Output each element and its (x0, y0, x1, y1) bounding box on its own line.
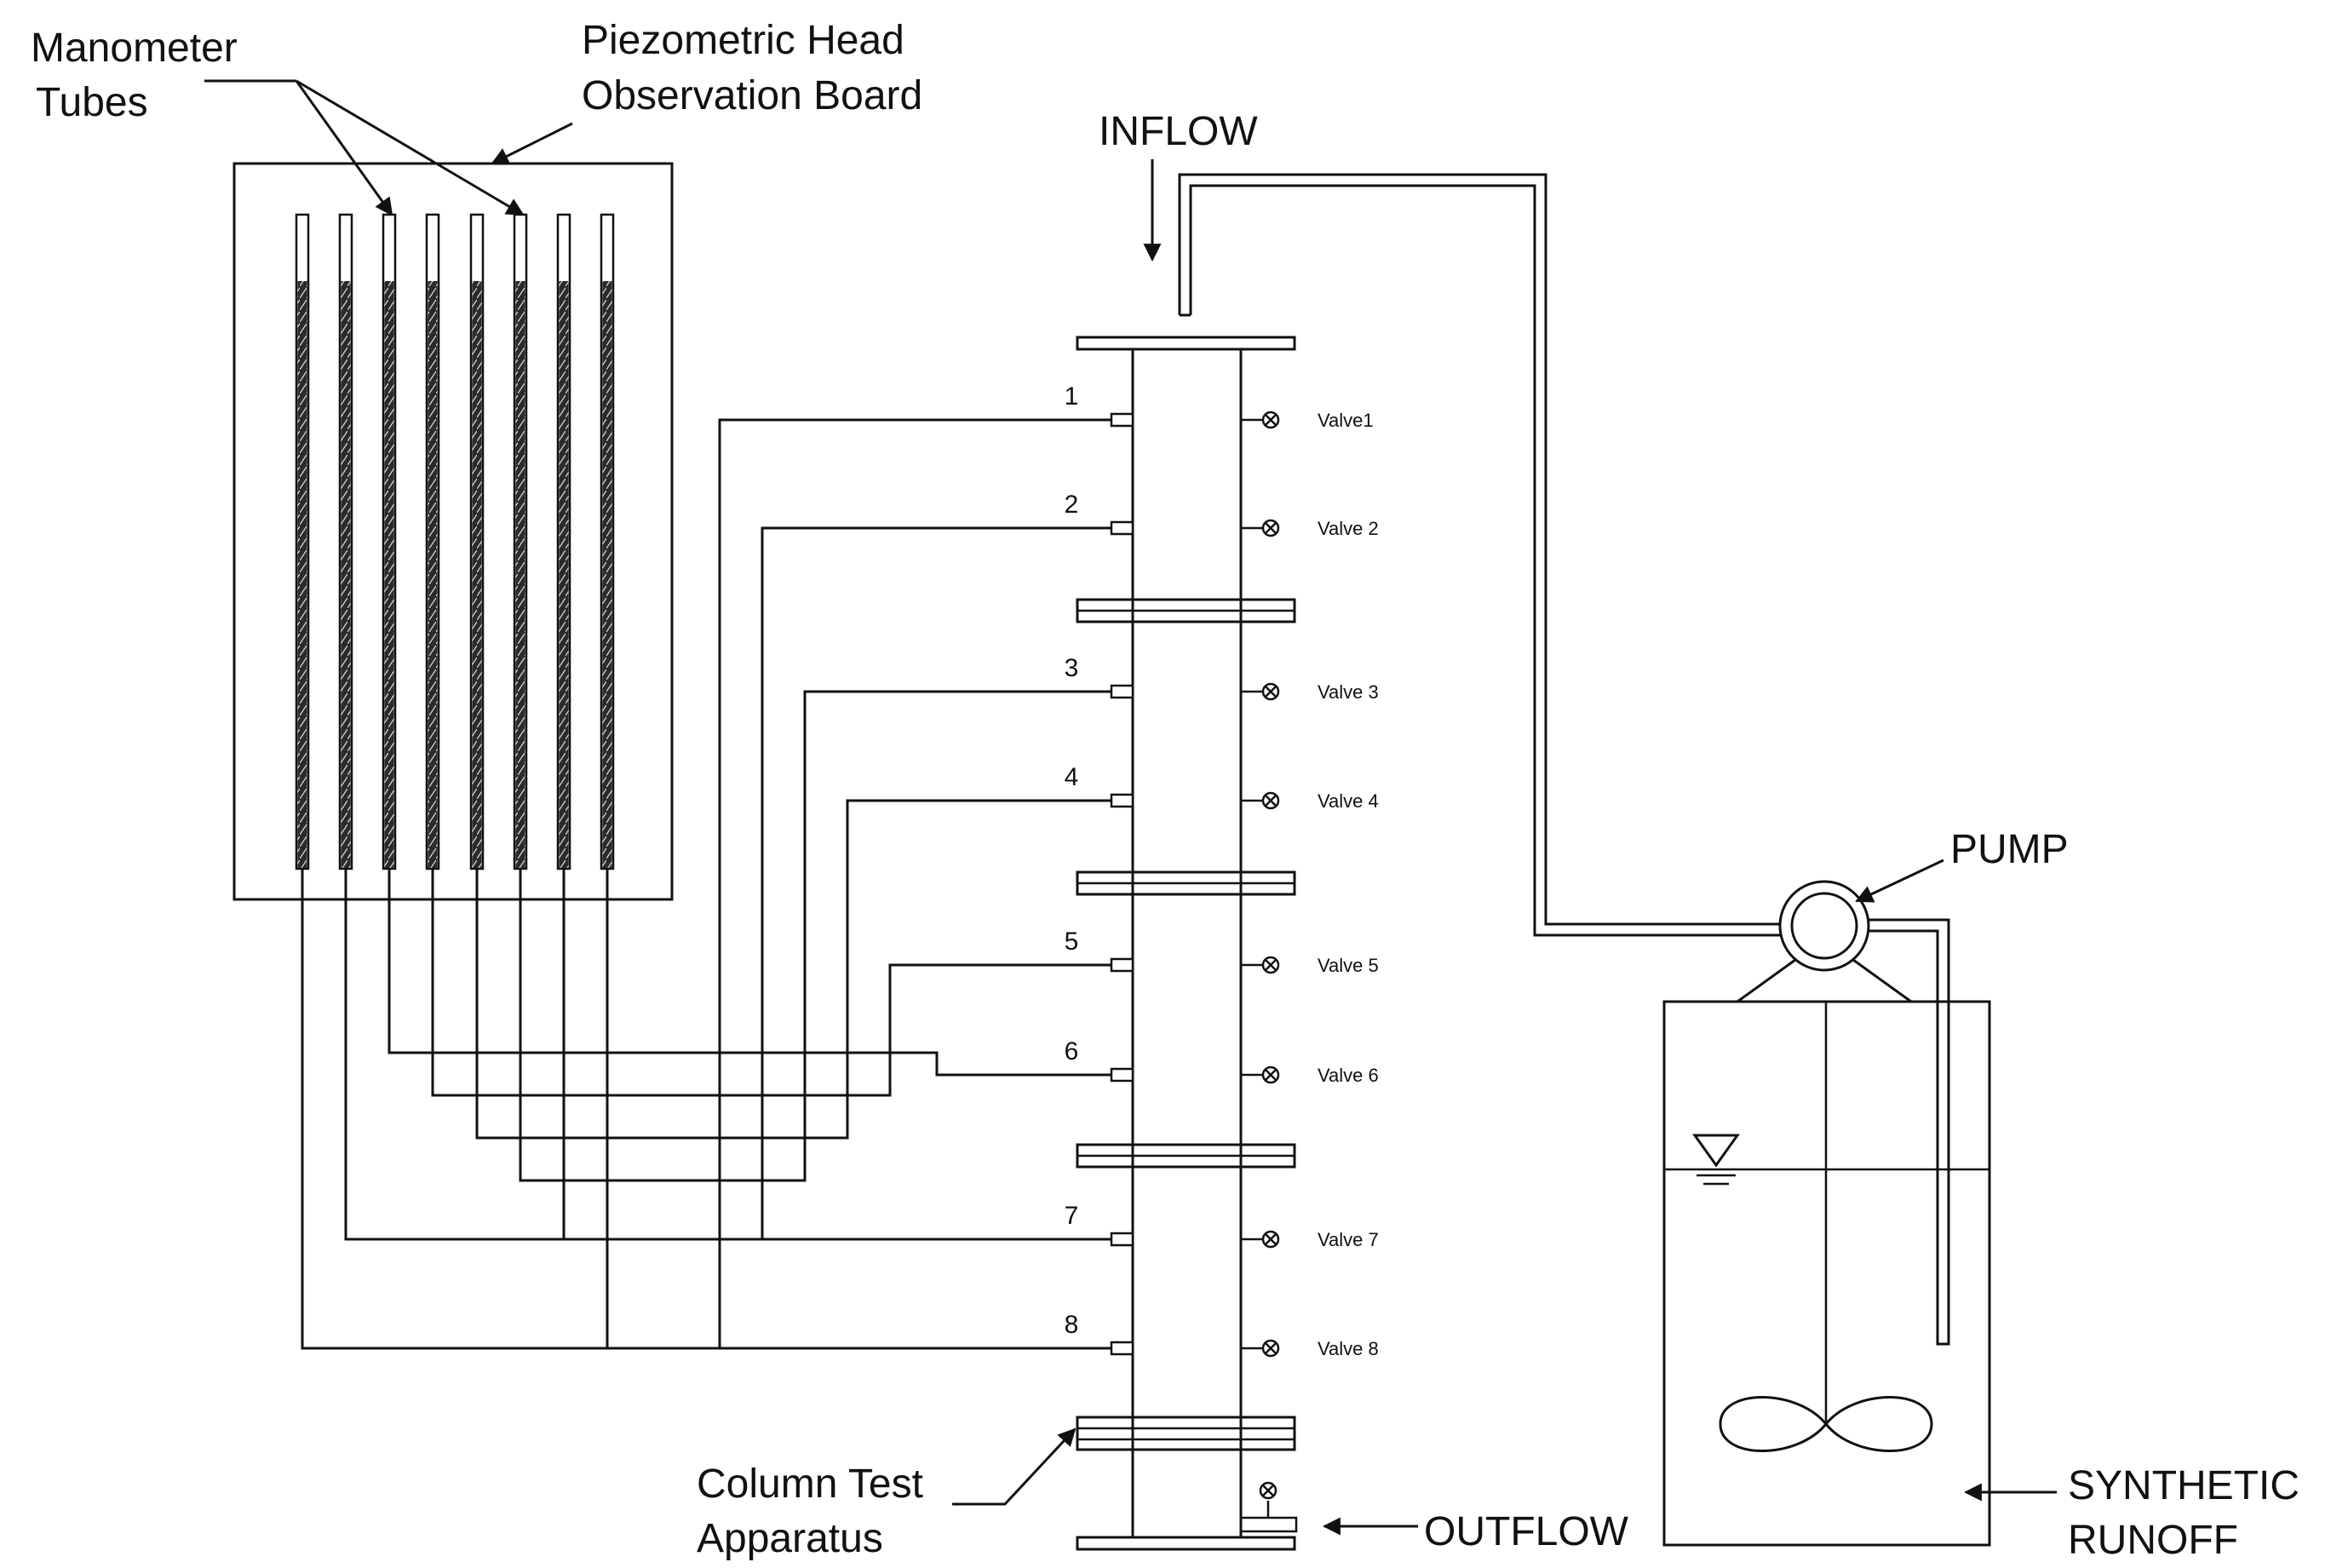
manometer-tube (295, 213, 310, 870)
port-stub (1110, 1067, 1134, 1083)
valve-label: Valve 5 (1318, 955, 1379, 976)
column-leader (952, 1427, 1077, 1506)
observation-board (233, 162, 674, 901)
connection-line (606, 418, 1111, 1350)
valve-label: Valve 6 (1318, 1065, 1379, 1086)
inflow-pipe (1178, 173, 1780, 937)
valve-label: Valve 4 (1318, 790, 1379, 812)
suction-pipe (1869, 918, 1950, 1346)
flange-2 (1076, 870, 1296, 896)
port-number: 5 (1065, 928, 1079, 956)
valve-icon (1261, 1065, 1280, 1084)
runoff-label-line2: RUNOFF (2068, 1518, 2238, 1563)
manometer-tube (338, 213, 353, 870)
column-test-apparatus (1076, 336, 1296, 1551)
connection-line (519, 690, 1111, 1182)
top-flange (1076, 336, 1296, 351)
manometer-tube (425, 213, 440, 870)
valve-icon (1261, 1339, 1280, 1358)
port-stub (1110, 793, 1134, 808)
connection-line (562, 526, 1111, 1241)
connection-line (388, 869, 1111, 1077)
port-stub (1110, 1232, 1134, 1247)
outflow-label: OUTFLOW (1424, 1509, 1629, 1554)
column-label-line2: Apparatus (697, 1516, 883, 1561)
outflow-valve (1239, 1481, 1298, 1533)
synthetic-runoff-tank (1662, 1000, 1991, 1547)
water-level-icon (1692, 1134, 1740, 1186)
mixer-impeller (1719, 1396, 1933, 1452)
valve-icon (1261, 519, 1280, 537)
port-number: 7 (1065, 1202, 1079, 1230)
board-label-line2: Observation Board (582, 73, 922, 118)
port-stub (1110, 1341, 1134, 1356)
port-number: 6 (1065, 1037, 1079, 1065)
manometer-tubes (295, 213, 615, 870)
flange-1 (1076, 598, 1296, 623)
valve-label: Valve 2 (1318, 518, 1379, 539)
manometer-tube (382, 213, 397, 870)
port-stub (1110, 520, 1134, 536)
pump-label: PUMP (1950, 827, 2069, 872)
port-stub (1110, 684, 1134, 699)
inflow-label: INFLOW (1099, 109, 1258, 154)
port-number: 2 (1065, 491, 1079, 519)
valve-label: Valve 7 (1318, 1229, 1379, 1250)
connection-line (475, 799, 1111, 1140)
board-leader (491, 122, 573, 165)
port-number: 8 (1065, 1311, 1079, 1339)
valve-label: Valve 3 (1318, 681, 1379, 703)
connection-line (301, 869, 1111, 1350)
annotation-arrows (204, 79, 2057, 1536)
port-number: 4 (1065, 763, 1079, 791)
port-number: 1 (1065, 382, 1079, 411)
manometer-label-line2: Tubes (36, 80, 148, 125)
connection-line (431, 869, 1111, 1097)
pump-leader (1855, 859, 1944, 903)
port-stub (1110, 957, 1134, 973)
port-connection-lines (301, 418, 1111, 1350)
manometer-tube (600, 213, 615, 870)
flange-3 (1076, 1143, 1296, 1169)
connection-line (344, 869, 1111, 1241)
valve-icon (1261, 791, 1280, 810)
valve-icon (1261, 956, 1280, 974)
valve-label: Valve1 (1318, 410, 1374, 431)
manometer-tube (556, 213, 571, 870)
manometer-tube (469, 213, 485, 870)
board-label-line1: Piezometric Head (582, 18, 904, 63)
manometer-tube (513, 213, 528, 870)
flange-4 (1076, 1416, 1296, 1451)
manometer-label-line1: Manometer (31, 26, 238, 71)
column-label-line1: Column Test (697, 1462, 923, 1507)
pump (1737, 880, 1912, 1003)
port-number: 3 (1065, 654, 1079, 682)
port-stub (1110, 412, 1134, 428)
bottom-flange (1076, 1536, 1296, 1551)
valve-label: Valve 8 (1318, 1338, 1379, 1359)
valve-icon (1261, 1230, 1280, 1249)
valve-icon (1261, 411, 1280, 429)
runoff-label-line1: SYNTHETIC (2068, 1463, 2299, 1508)
valve-icon (1261, 682, 1280, 701)
